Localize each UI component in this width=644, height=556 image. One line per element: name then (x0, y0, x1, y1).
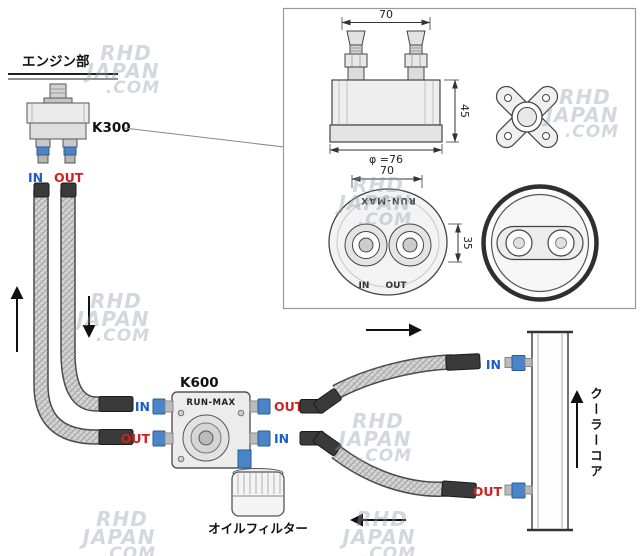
k300-out-label: OUT (54, 170, 84, 185)
braided-hose (332, 447, 447, 496)
inset-side-view: 70 (329, 8, 471, 166)
k600-right-in-label: IN (274, 431, 289, 446)
k300-body-side (331, 79, 441, 126)
k600-adapter: K600 RUN-MAX IN OUT OUT IN (121, 375, 304, 469)
filter-ribs (237, 473, 281, 494)
hose-top-fitting (60, 182, 77, 198)
inset-mounting-bracket (495, 85, 559, 149)
k300-label: K300 (92, 120, 131, 136)
k300-flange-side (329, 124, 443, 143)
k600-brand-label: RUN-MAX (186, 398, 235, 408)
filter-body (231, 471, 285, 517)
oil-filter-label: オイルフィルター (208, 521, 308, 536)
k600-label: K600 (180, 375, 219, 391)
hose-end-fitting (98, 396, 134, 412)
dim-side-height: 45 (458, 104, 471, 118)
k300-detail-leader-line (123, 127, 285, 148)
braided-hose (333, 355, 453, 398)
oil-filter: オイルフィルター (208, 449, 308, 536)
k300-port-out (62, 138, 78, 164)
hose-end-fitting (98, 429, 134, 445)
k300-to-k600-hoses (33, 182, 134, 445)
k600-left-out-fitting (152, 430, 166, 447)
filter-union-fitting (237, 449, 252, 469)
k600-right-out-fitting (257, 398, 271, 415)
k300-bottom-outline (328, 188, 448, 296)
bottom-view-in-label: IN (359, 281, 370, 291)
cooler-out-fitting (511, 482, 526, 499)
k600-left-in-fitting (152, 398, 166, 415)
bottom-view-out-label: OUT (385, 281, 407, 291)
braided-hose (34, 190, 101, 444)
k300-attachment: K300 IN OUT (26, 83, 285, 185)
inset-gasket-view (481, 184, 599, 302)
dim-diameter: φ =76 (369, 153, 403, 166)
k600-left-out-label: OUT (121, 431, 151, 446)
inset-an-fitting-left (344, 30, 368, 81)
hose-end-fitting (445, 353, 481, 371)
engine-section: エンジン部 (8, 53, 118, 80)
braided-hose (61, 190, 101, 411)
cooler-core-label: クーラーコア (588, 387, 603, 480)
flow-arrows (10, 286, 584, 527)
cooler-in-label: IN (486, 357, 501, 372)
inset-an-fitting-right (404, 30, 428, 81)
k600-right-in-fitting (257, 430, 271, 447)
k600-right-out-label: OUT (274, 399, 304, 414)
k600-to-cooler-hoses (299, 353, 481, 499)
dim-bottom-height: 35 (461, 236, 473, 249)
dim-top-width: 70 (379, 8, 393, 21)
hose-end-fitting (441, 480, 477, 499)
k300-port-in (35, 138, 51, 164)
hose-top-fitting (33, 182, 50, 198)
dim-bottom-width: 70 (380, 164, 394, 177)
bottom-view-brand-label: RUN-MAX (360, 195, 415, 205)
cooler-core-body (531, 331, 569, 531)
inset-bottom-view: 70 RUN-MAX IN OUT 35 (328, 164, 473, 296)
k300-in-label: IN (28, 170, 43, 185)
cooler-core: IN OUT (473, 330, 573, 532)
inset-detail-box: 70 (282, 7, 637, 310)
cooler-out-label: OUT (473, 484, 503, 499)
cooler-in-fitting (511, 355, 526, 371)
k600-left-in-label: IN (135, 399, 150, 414)
engine-section-label: エンジン部 (22, 53, 90, 70)
